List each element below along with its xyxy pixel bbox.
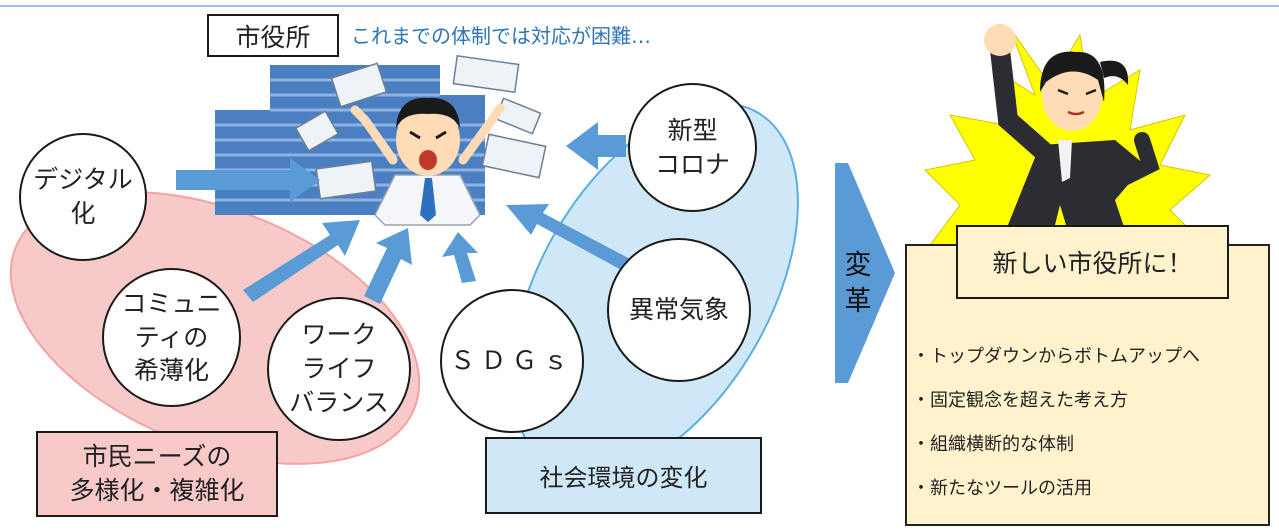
arrow-worklife [364,228,412,304]
transform-arrow [835,163,895,383]
result-bullet: 組織横断的な体制 [912,430,1200,474]
city-hall-label: 市役所 [207,14,339,57]
arrow-community [243,220,360,302]
result-bullet: トップダウンからボトムアップへ [912,342,1200,386]
social-env-label: 社会環境の変化 [485,437,762,514]
citizen-needs-label: 市民ニーズの 多様化・複雑化 [36,431,278,517]
flying-papers-illustration [294,54,547,200]
arrow-digital [176,158,320,202]
arrow-sdgs [442,232,478,283]
inflow-arrows [176,122,632,304]
businesswoman-illustration [984,24,1160,245]
factor-weather-circle: 異常気象 [607,238,751,382]
result-bullet-list: トップダウンからボトムアップへ 固定観念を超えた考え方 組織横断的な体制 新たな… [912,342,1200,518]
arrow-weather [506,204,632,272]
factor-digital-circle: デジタル 化 [19,133,147,261]
factor-corona-circle: 新型 コロナ [628,83,757,212]
factor-worklife-circle: ワーク ライフ バランス [267,297,411,441]
difficulty-note: これまでの体制では対応が困難… [351,24,651,48]
factor-community-circle: コミュニ ティの 希薄化 [102,268,241,407]
panicked-worker-illustration [350,97,505,226]
top-rule [0,5,1279,7]
transform-label: 変 革 [844,250,872,318]
arrow-corona [566,122,626,170]
result-bullet: 固定観念を超えた考え方 [912,386,1200,430]
result-bullet: 新たなツールの活用 [912,474,1200,518]
result-title: 新しい市役所に！ [956,225,1229,299]
factor-sdgs-circle: ＳＤＧｓ [440,289,584,433]
